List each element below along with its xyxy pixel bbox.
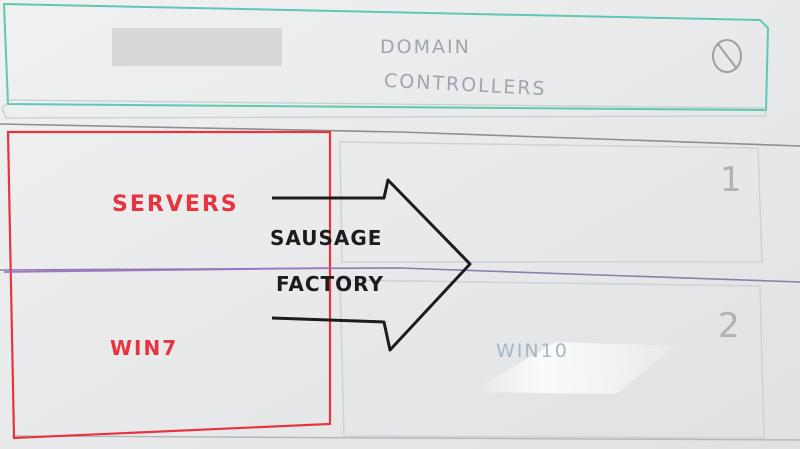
separator-line-1: [0, 123, 800, 147]
separator-line-3: [11, 435, 800, 441]
bottom-band-outline: [339, 279, 765, 439]
factory-label: FACTORY: [276, 272, 384, 296]
sausage-label: SAUSAGE: [270, 226, 383, 250]
redacted-block: [112, 28, 282, 66]
band-number-1: 1: [720, 160, 744, 200]
light-glare: [470, 342, 676, 394]
top-band-shadow: [1, 99, 767, 119]
separator-line-2: [0, 267, 800, 283]
red-box-divider: [3, 267, 331, 273]
domain-label: DOMAIN: [380, 36, 471, 58]
middle-band-outline: [339, 141, 763, 263]
band-number-2: 2: [718, 306, 742, 346]
red-box-outline: [6, 130, 332, 440]
win10-label: WIN10: [496, 340, 569, 362]
top-band-number-circle: [712, 39, 742, 73]
arrow-outline: [271, 178, 472, 352]
top-band-outline: [2, 2, 770, 112]
servers-label: SERVERS: [112, 192, 239, 217]
win7-label: WIN7: [110, 336, 179, 360]
